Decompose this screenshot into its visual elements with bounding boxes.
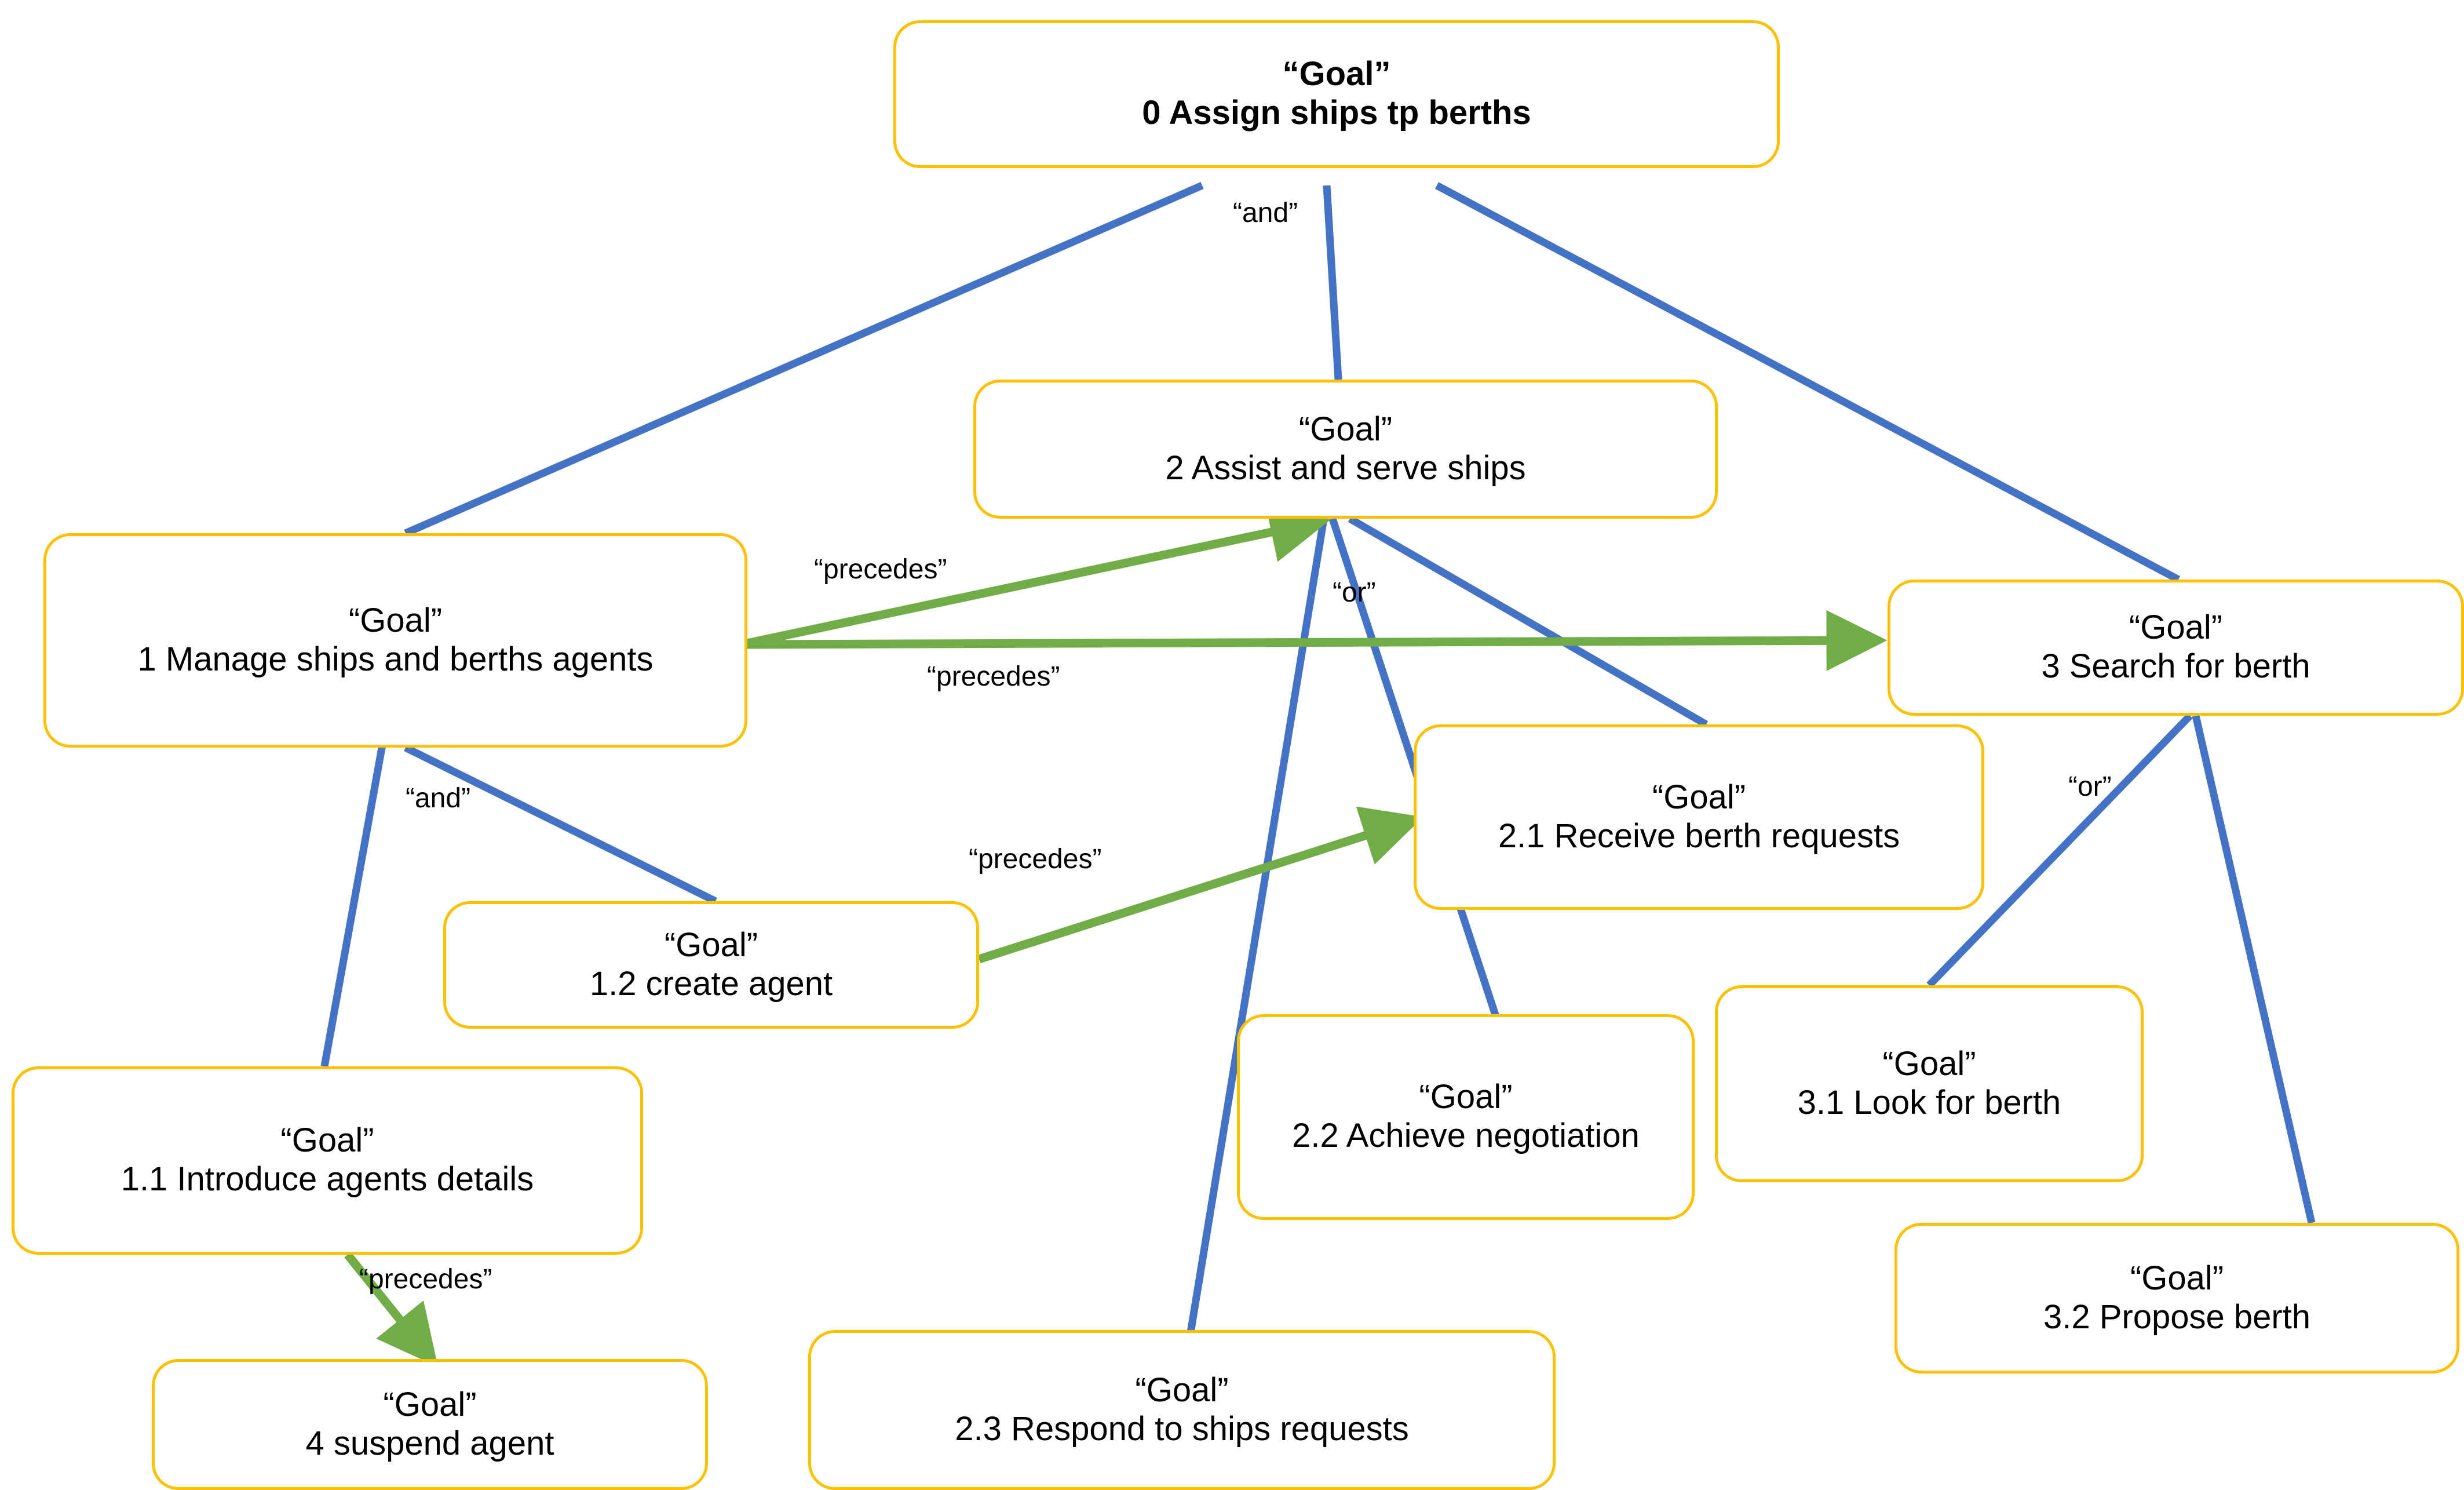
edge-label-and-goal1: “and” (406, 783, 471, 814)
goal-node-1-type: “Goal” (348, 601, 443, 639)
goal-node-1dot1-label: 1.1 Introduce agents details (121, 1160, 534, 1198)
goal-node-0-type: “Goal” (1282, 55, 1391, 93)
goal-node-3dot1[interactable]: “Goal” 3.1 Look for berth (1715, 985, 2144, 1182)
goal-node-1dot1[interactable]: “Goal” 1.1 Introduce agents details (12, 1066, 643, 1255)
goal-node-3dot2-label: 3.2 Propose berth (2043, 1298, 2311, 1336)
edge-label-or-goal2: “or” (1333, 577, 1376, 608)
goal-node-3-type: “Goal” (2129, 609, 2223, 647)
edge-2-to-2dot1 (1348, 515, 1709, 728)
goal-node-2dot1-type: “Goal” (1652, 778, 1746, 816)
edge-label-or-goal3: “or” (2068, 771, 2112, 802)
edge-label-precedes-1-to-2: “precedes” (814, 554, 947, 585)
goal-node-3[interactable]: “Goal” 3 Search for berth (1888, 580, 2464, 716)
goal-node-2-label: 2 Assist and serve ships (1165, 449, 1526, 487)
goal-node-2dot2-label: 2.2 Achieve negotiation (1292, 1117, 1640, 1155)
goal-node-3-label: 3 Search for berth (2041, 647, 2310, 686)
edge-precedes-1-to-3 (747, 610, 1888, 671)
goal-node-3dot2-type: “Goal” (2130, 1259, 2224, 1297)
goal-node-2dot2-type: “Goal” (1419, 1078, 1513, 1116)
goal-node-1dot1-type: “Goal” (280, 1121, 374, 1160)
goal-node-2dot2[interactable]: “Goal” 2.2 Achieve negotiation (1237, 1014, 1695, 1220)
goal-node-1-label: 1 Manage ships and berths agents (137, 640, 654, 678)
goal-node-3dot2[interactable]: “Goal” 3.2 Propose berth (1894, 1223, 2459, 1374)
goal-node-2dot1-label: 2.1 Receive berth requests (1498, 817, 1900, 855)
edge-0-to-2 (1323, 185, 1342, 380)
goal-node-0[interactable]: “Goal” 0 Assign ships tp berths (893, 20, 1780, 168)
edge-1-to-1dot2 (404, 744, 717, 905)
goal-node-1[interactable]: “Goal” 1 Manage ships and berths agents (43, 533, 747, 748)
goal-node-2dot1[interactable]: “Goal” 2.1 Receive berth requests (1414, 724, 1984, 910)
goal-node-3dot1-type: “Goal” (1882, 1044, 1976, 1083)
edge-precedes-1dot2-to-2dot1 (977, 806, 1423, 964)
edge-label-precedes-1-to-3: “precedes” (927, 661, 1060, 692)
edge-1-to-1dot1 (320, 744, 386, 1068)
goal-node-2[interactable]: “Goal” 2 Assist and serve ships (973, 380, 1718, 519)
edge-label-precedes-1dot1-to-4: “precedes” (359, 1264, 492, 1295)
goal-node-2dot3[interactable]: “Goal” 2.3 Respond to ships requests (808, 1330, 1556, 1490)
goal-node-1dot2-type: “Goal” (664, 926, 758, 964)
goal-node-2dot3-label: 2.3 Respond to ships requests (955, 1409, 1409, 1448)
goal-node-2-type: “Goal” (1298, 410, 1393, 448)
edge-label-precedes-1dot2-to-2dot1: “precedes” (969, 844, 1102, 875)
goal-node-4-type: “Goal” (383, 1385, 477, 1423)
goal-node-2dot3-type: “Goal” (1135, 1371, 1229, 1409)
goal-node-1dot2-label: 1.2 create agent (589, 964, 833, 1003)
goal-node-0-label: 0 Assign ships tp berths (1142, 94, 1531, 132)
edge-3-to-3dot2 (2192, 715, 2316, 1224)
goal-node-1dot2[interactable]: “Goal” 1.2 create agent (443, 901, 979, 1029)
edge-2-to-2dot3 (1184, 518, 1328, 1351)
goal-node-4[interactable]: “Goal” 4 suspend agent (152, 1359, 708, 1490)
edge-label-and-root: “and” (1233, 198, 1298, 228)
goal-node-4-label: 4 suspend agent (305, 1424, 554, 1462)
goal-node-3dot1-label: 3.1 Look for berth (1797, 1083, 2061, 1121)
